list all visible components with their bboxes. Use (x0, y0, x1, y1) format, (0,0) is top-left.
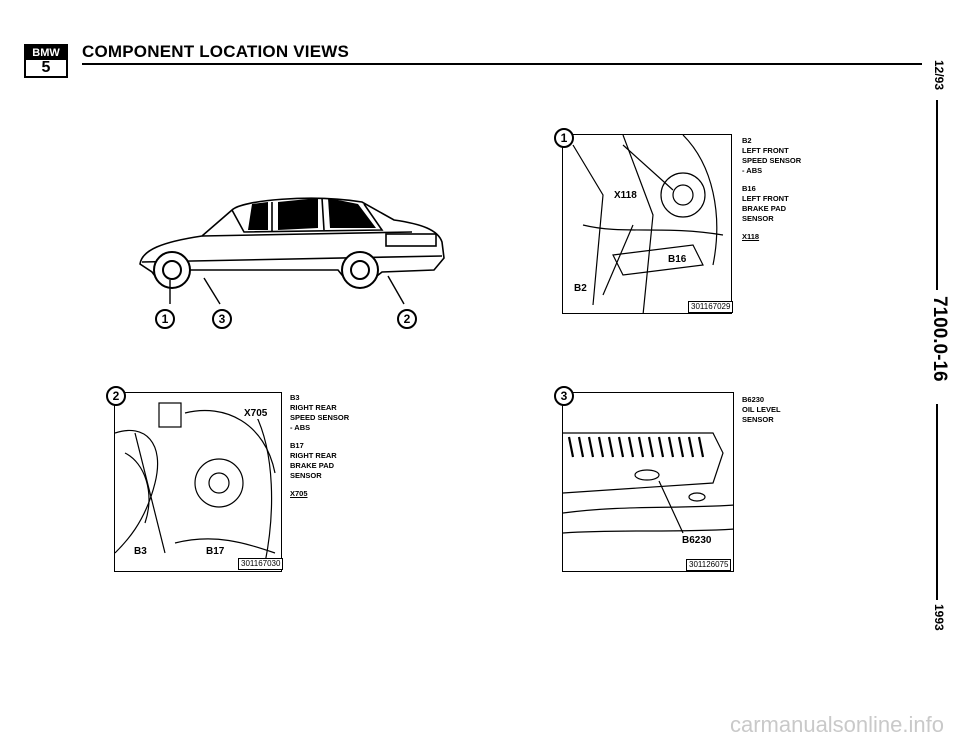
logo-brand: BMW (26, 46, 66, 60)
watermark: carmanualsonline.info (729, 712, 944, 737)
legend-connector: X705 (290, 489, 308, 498)
sidebar-year: 1993 (932, 604, 946, 631)
panel-3-number: 3 (554, 386, 574, 406)
page-title: COMPONENT LOCATION VIEWS (82, 42, 350, 61)
panel-1-tag-b2: B2 (574, 283, 587, 294)
panel-2-tag-b17: B17 (206, 546, 225, 557)
panel-2-tag-x705: X705 (244, 408, 268, 419)
legend-text: SENSOR (290, 471, 322, 480)
panel-2-number: 2 (106, 386, 126, 406)
panel-2-photo (114, 392, 282, 572)
legend-text: B16 (742, 184, 756, 193)
legend-text: SPEED SENSOR (290, 413, 350, 422)
panel-2-legend: B3 RIGHT REAR SPEED SENSOR - ABS B17 RIG… (290, 393, 349, 499)
legend-text: LEFT FRONT (742, 146, 789, 155)
car-illustration (139, 197, 445, 305)
legend-text: B6230 (742, 395, 765, 404)
panel-1-photo (562, 134, 732, 314)
callout-2: 2 (397, 309, 417, 329)
sidebar-section: 7100.0-16 (929, 296, 950, 382)
panel-3-ref: 301126075 (686, 559, 732, 571)
legend-text: LEFT FRONT (742, 194, 789, 203)
panel-2-ref: 301167030 (238, 558, 284, 570)
front-wheel-detail (572, 135, 724, 313)
bmw-5-series-logo: BMW 5 (24, 44, 68, 78)
header-rule (82, 63, 922, 65)
panel-1-tag-b16: B16 (668, 254, 687, 265)
panel-1-ref: 301167029 (688, 301, 734, 313)
logo-series: 5 (41, 59, 51, 76)
legend-text: RIGHT REAR (290, 403, 337, 412)
car-side-view (132, 180, 452, 340)
legend-text: SENSOR (742, 415, 774, 424)
sidebar-date: 12/93 (932, 60, 946, 91)
legend-text: B2 (742, 136, 752, 145)
legend-text: BRAKE PAD (742, 204, 787, 213)
legend-text: RIGHT REAR (290, 451, 337, 460)
legend-text: BRAKE PAD (290, 461, 335, 470)
legend-text: B3 (290, 393, 300, 402)
legend-connector: X118 (742, 232, 760, 241)
panel-3-legend: B6230 OIL LEVEL SENSOR (742, 395, 781, 425)
legend-text: SPEED SENSOR (742, 156, 802, 165)
legend-text: B17 (290, 441, 304, 450)
callout-3: 3 (212, 309, 232, 329)
panel-2-tag-b3: B3 (134, 546, 147, 557)
panel-3-tag-b6230: B6230 (682, 535, 712, 546)
rear-wheel-detail (115, 402, 276, 564)
legend-text: OIL LEVEL (742, 405, 781, 414)
sidebar-rule-top (936, 100, 938, 290)
panel-1-legend: B2 LEFT FRONT SPEED SENSOR - ABS B16 LEF… (742, 136, 801, 242)
oil-pan-detail (563, 432, 733, 534)
legend-text: - ABS (742, 166, 763, 175)
callout-1: 1 (155, 309, 175, 329)
sidebar-rule-bottom (936, 404, 938, 600)
legend-text: SENSOR (742, 214, 774, 223)
panel-1-number: 1 (554, 128, 574, 148)
legend-text: - ABS (290, 423, 311, 432)
panel-1-tag-x118: X118 (614, 190, 637, 201)
